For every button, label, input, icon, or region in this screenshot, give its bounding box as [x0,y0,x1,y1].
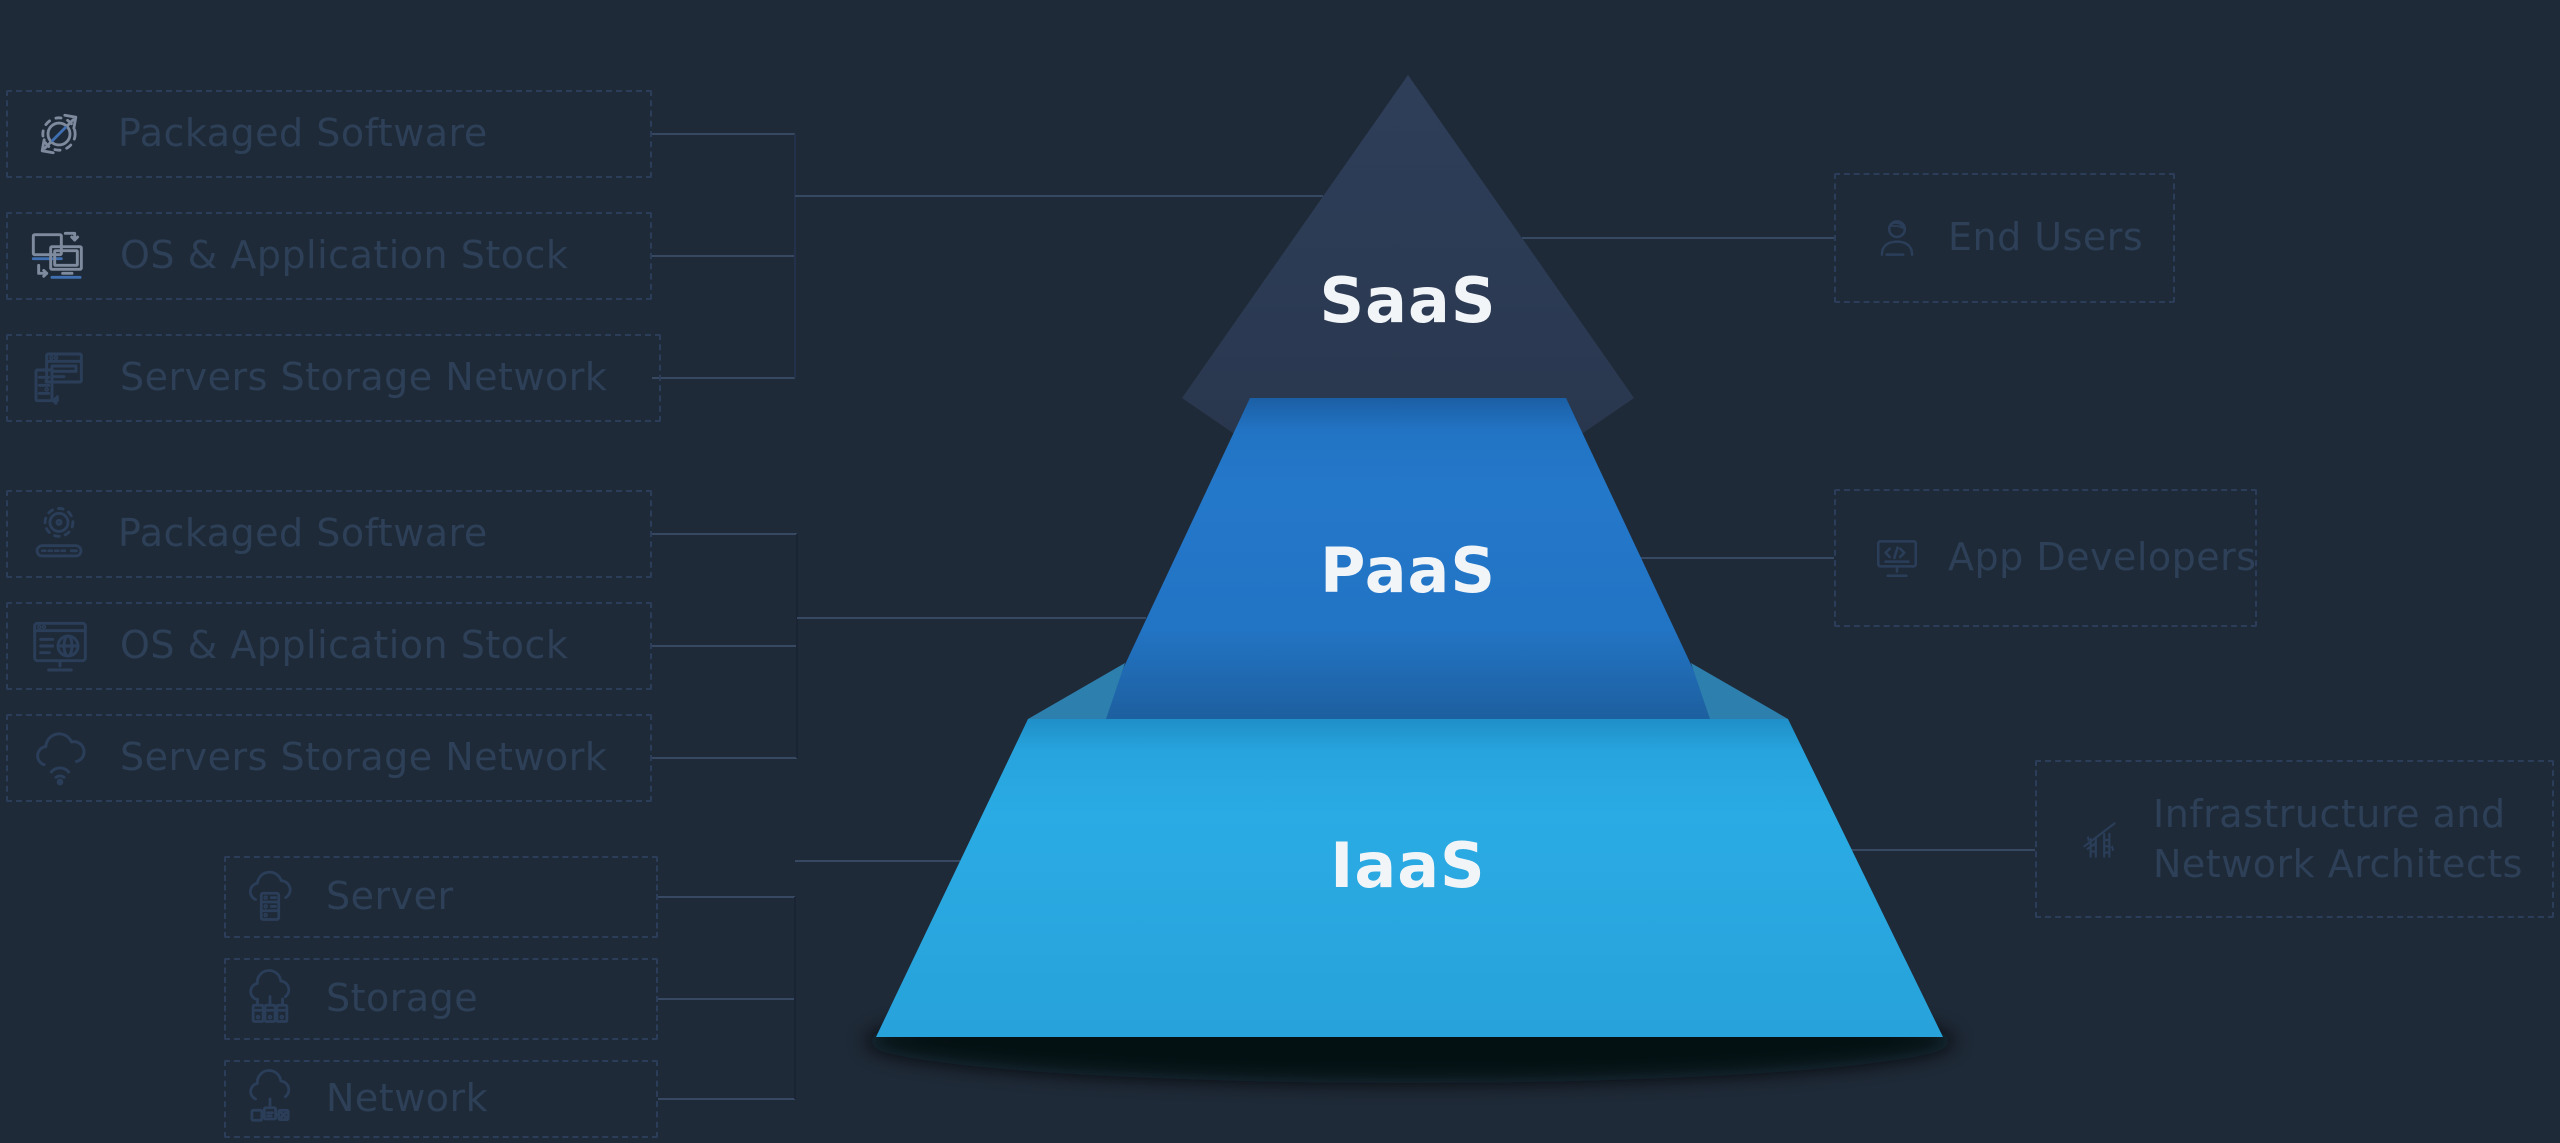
box-label: End Users [1948,215,2144,260]
box-label: OS & Application Stock [120,233,569,278]
box-label: Server [326,874,454,919]
iaas-layer [876,719,1943,1037]
box-label: App Developers [1948,535,2257,580]
monitor-code-icon [1872,533,1922,583]
box-app-developers: App Developers [1834,489,2257,627]
paas-label: PaaS [1320,534,1496,607]
iaas-right-fold [1691,663,1788,719]
box-label: Packaged Software [118,511,488,556]
paas-layer [1099,398,1717,720]
architect-icon [2075,814,2125,864]
box-label: Servers Storage Network [120,355,608,400]
box-paas-os-application: OS & Application Stock [6,602,652,690]
box-iaas-network: Network [224,1060,658,1138]
user-icon [1872,213,1922,263]
connector-saas-components [652,133,1323,379]
box-saas-servers-storage-network: Servers Storage Network [6,334,661,422]
gear-arrows-icon [28,103,90,165]
cloud-storage-icon [240,969,300,1029]
box-label: Packaged Software [118,111,488,156]
monitors-sync-icon [28,224,92,288]
gear-progress-icon [28,503,90,565]
box-saas-os-application: OS & Application Stock [6,212,652,300]
server-window-icon [28,346,92,410]
connector-right-roles [1522,237,2035,851]
box-label: Network [326,1076,489,1121]
saas-label: SaaS [1320,264,1497,337]
cloud-server-icon [240,867,300,927]
box-end-users: End Users [1834,173,2175,303]
connector-iaas-components [658,860,960,1100]
box-paas-packaged-software: Packaged Software [6,490,652,578]
box-infrastructure-architects: Infrastructure and Network Architects [2035,760,2554,918]
box-label: Servers Storage Network [120,735,608,780]
iaas-left-fold [1028,663,1125,719]
window-globe-icon [28,614,92,678]
box-label: Infrastructure and Network Architects [2153,792,2523,886]
box-paas-servers-storage-network: Servers Storage Network [6,714,652,802]
cloud-signal-icon [28,726,92,790]
box-label: OS & Application Stock [120,623,569,668]
box-saas-packaged-software: Packaged Software [6,90,652,178]
connector-paas-components [652,533,1146,759]
box-label: Storage [326,976,479,1021]
cloud-network-icon [240,1069,300,1129]
box-iaas-storage: Storage [224,958,658,1040]
iaas-label: IaaS [1330,829,1485,902]
box-iaas-server: Server [224,856,658,938]
